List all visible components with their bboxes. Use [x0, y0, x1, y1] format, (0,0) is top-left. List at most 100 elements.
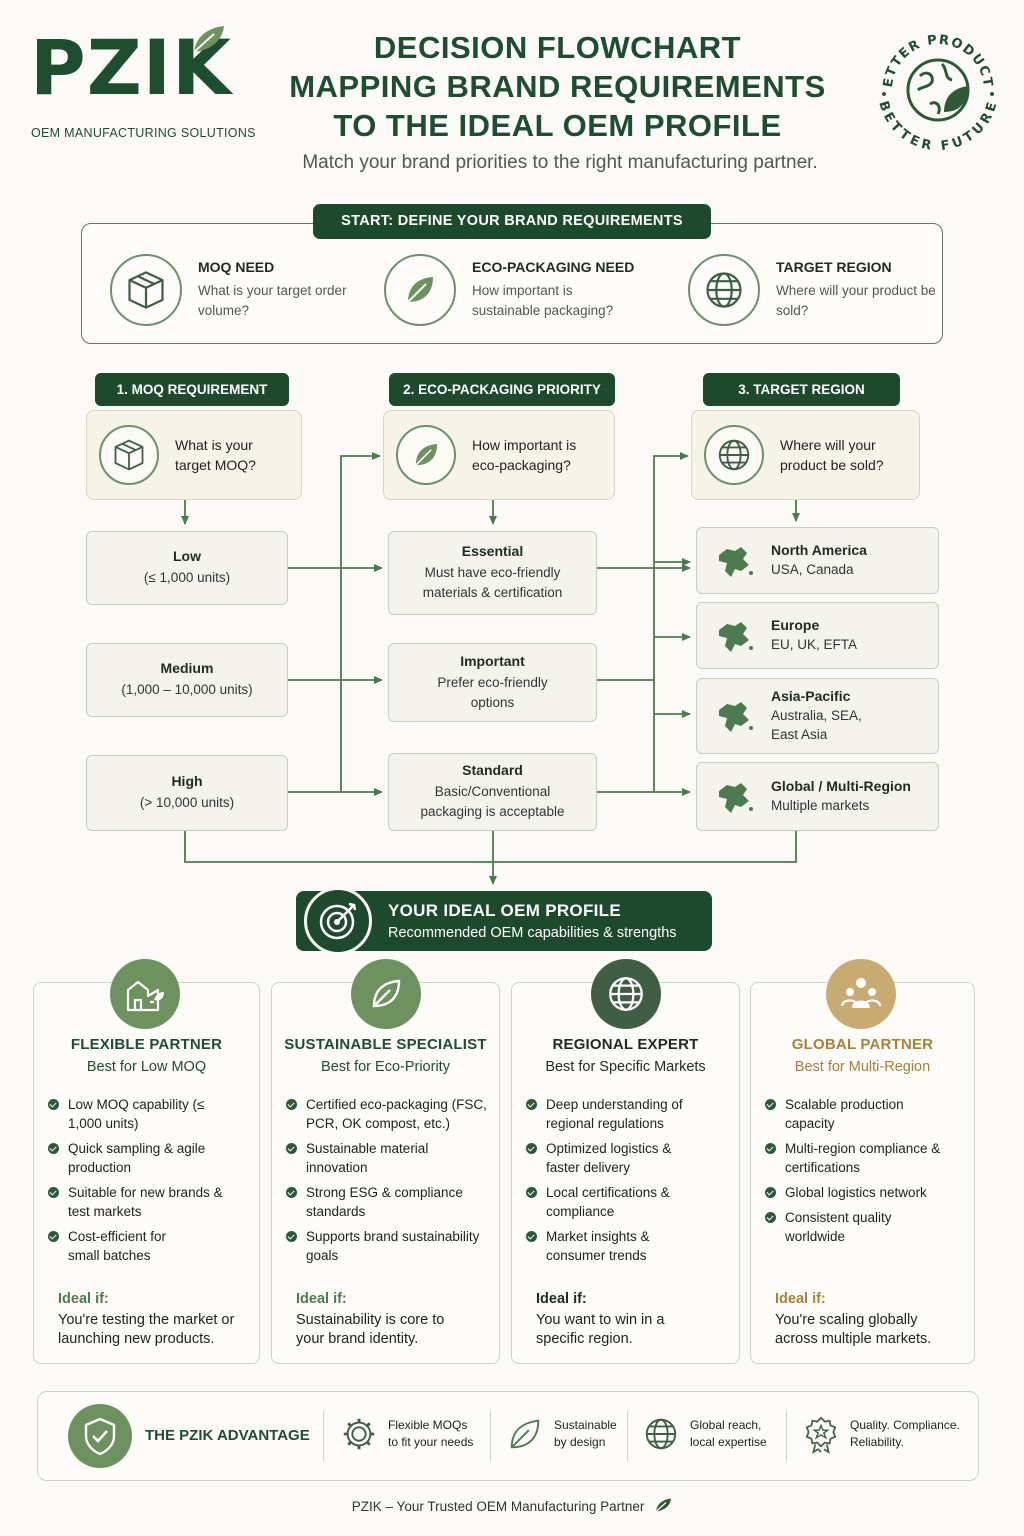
list-item: Suitable for new brands & test markets	[46, 1183, 251, 1221]
option-title: North America	[771, 542, 867, 558]
shield-icon	[68, 1404, 132, 1468]
option-title: Medium	[160, 660, 214, 676]
world-map-icon	[713, 777, 757, 817]
footer-text: PZIK – Your Trusted OEM Manufacturing Pa…	[351, 1499, 645, 1514]
list-item: Cost-efficient for small batches	[46, 1227, 251, 1265]
page-title: DECISION FLOWCHART MAPPING BRAND REQUIRE…	[270, 28, 845, 145]
check-icon	[526, 1231, 537, 1242]
check-icon	[48, 1099, 59, 1110]
target-icon	[304, 887, 372, 955]
profile-bullets: Low MOQ capability (≤ 1,000 units) Quick…	[46, 1095, 251, 1271]
profile-bullets: Certified eco-packaging (FSC, PCR, OK co…	[284, 1095, 491, 1271]
list-item: Low MOQ capability (≤ 1,000 units)	[46, 1095, 251, 1133]
column-header-moq: 1. MOQ REQUIREMENT	[95, 373, 289, 406]
advantage-item-flexible: Flexible MOQs to fit your needs	[340, 1414, 480, 1454]
ideal-if-desc: You want to win in a specific region.	[536, 1312, 665, 1347]
option-desc: (> 10,000 units)	[139, 795, 235, 810]
req-desc: What is your target order volume?	[198, 283, 347, 318]
option-desc: (1,000 – 10,000 units)	[121, 682, 253, 697]
list-item: Deep understanding of regional regulatio…	[524, 1095, 731, 1133]
gear-icon	[343, 1418, 375, 1450]
advantage-title: THE PZIK ADVANTAGE	[145, 1427, 310, 1444]
logo-leaf-icon	[193, 26, 224, 53]
question-moq: What is your target MOQ?	[86, 410, 302, 500]
start-label: START: DEFINE YOUR BRAND REQUIREMENTS	[313, 204, 711, 239]
question-text: Where will your product be sold?	[780, 437, 884, 473]
option-eco-essential[interactable]: Essential Must have eco-friendly materia…	[388, 531, 597, 615]
option-title: High	[171, 773, 203, 789]
profile-title: SUSTAINABLE SPECIALIST	[284, 1036, 487, 1053]
check-icon	[526, 1099, 537, 1110]
ideal-if-label: Ideal if:	[296, 1291, 347, 1307]
globe-icon	[704, 425, 764, 485]
advantage-item-global: Global reach, local expertise	[642, 1414, 780, 1454]
option-moq-medium[interactable]: Medium (1,000 – 10,000 units)	[86, 643, 288, 717]
brand-tagline: OEM MANUFACTURING SOLUTIONS	[31, 126, 256, 140]
req-eco: ECO-PACKAGING NEED How important is sust…	[384, 254, 642, 326]
profile-bullets: Scalable production capacity Multi-regio…	[763, 1095, 966, 1252]
req-title: MOQ NEED	[198, 259, 275, 275]
question-eco: How important is eco-packaging?	[383, 410, 615, 500]
check-icon	[526, 1143, 537, 1154]
page-subtitle: Match your brand priorities to the right…	[302, 152, 818, 173]
ideal-if-label: Ideal if:	[775, 1291, 826, 1307]
column-header-region: 3. TARGET REGION	[703, 373, 900, 406]
divider	[490, 1411, 491, 1461]
option-desc: Multiple markets	[771, 798, 870, 813]
option-title: Standard	[462, 762, 523, 778]
list-item: Supports brand sustainability goals	[284, 1227, 491, 1265]
profile-subtitle: Best for Multi-Region	[794, 1059, 931, 1075]
check-icon	[765, 1099, 776, 1110]
option-moq-low[interactable]: Low (≤ 1,000 units)	[86, 531, 288, 605]
option-desc: Prefer eco-friendly options	[437, 674, 548, 710]
profile-title: FLEXIBLE PARTNER	[70, 1036, 223, 1053]
list-item: Quick sampling & agile production	[46, 1139, 251, 1177]
req-desc: How important is sustainable packaging?	[472, 283, 614, 318]
start-requirements-panel: MOQ NEED What is your target order volum…	[81, 223, 943, 344]
option-title: Low	[173, 548, 201, 564]
req-moq: MOQ NEED What is your target order volum…	[110, 254, 368, 326]
profile-card-flexible: FLEXIBLE PARTNER Best for Low MOQ Low MO…	[33, 982, 260, 1364]
ideal-desc: Recommended OEM capabilities & strengths	[388, 925, 677, 941]
ideal-oem-profile-banner: YOUR IDEAL OEM PROFILE Recommended OEM c…	[296, 887, 712, 955]
option-desc: EU, UK, EFTA	[771, 637, 858, 652]
check-icon	[765, 1143, 776, 1154]
check-icon	[48, 1231, 59, 1242]
factory-icon	[110, 959, 180, 1029]
leaf-icon	[510, 1419, 540, 1449]
footer-leaf-icon	[655, 1498, 672, 1512]
option-moq-high[interactable]: High (> 10,000 units)	[86, 755, 288, 831]
list-item: Strong ESG & compliance standards	[284, 1183, 491, 1221]
advantage-text: Sustainable by design	[554, 1418, 617, 1449]
question-text: How important is eco-packaging?	[472, 437, 577, 473]
globe-icon	[642, 1414, 680, 1454]
option-desc: Australia, SEA, East Asia	[771, 708, 862, 742]
list-item: Local certifications & compliance	[524, 1183, 731, 1221]
ideal-if-desc: You're testing the market or launching n…	[58, 1312, 235, 1347]
advantage-text: Flexible MOQs to fit your needs	[388, 1418, 474, 1449]
advantage-text: Global reach, local expertise	[690, 1418, 767, 1449]
footer: PZIK – Your Trusted OEM Manufacturing Pa…	[0, 1497, 1024, 1514]
profile-card-regional: REGIONAL EXPERT Best for Specific Market…	[511, 982, 740, 1364]
profile-title: REGIONAL EXPERT	[552, 1036, 699, 1053]
profile-bullets: Deep understanding of regional regulatio…	[524, 1095, 731, 1271]
option-eco-important[interactable]: Important Prefer eco-friendly options	[388, 643, 597, 722]
better-future-badge: BETTER PRODUCTS BETTER FUTURE	[872, 24, 999, 154]
option-desc: (≤ 1,000 units)	[143, 570, 231, 585]
profile-subtitle: Best for Low MOQ	[86, 1059, 207, 1075]
north-america-map-icon	[713, 541, 757, 581]
pzik-advantage-bar: THE PZIK ADVANTAGE Flexible MOQs to fit …	[37, 1391, 979, 1481]
option-eco-standard[interactable]: Standard Basic/Conventional packaging is…	[388, 753, 597, 831]
advantage-text: Quality. Compliance. Reliability.	[850, 1418, 960, 1449]
check-icon	[286, 1099, 297, 1110]
advantage-item-quality: Quality. Compliance. Reliability.	[802, 1414, 965, 1454]
title-line-2: MAPPING BRAND REQUIREMENTS	[289, 69, 826, 104]
divider	[323, 1411, 324, 1461]
question-text: What is your target MOQ?	[175, 437, 256, 473]
divider	[627, 1411, 628, 1461]
option-title: Europe	[771, 617, 820, 633]
